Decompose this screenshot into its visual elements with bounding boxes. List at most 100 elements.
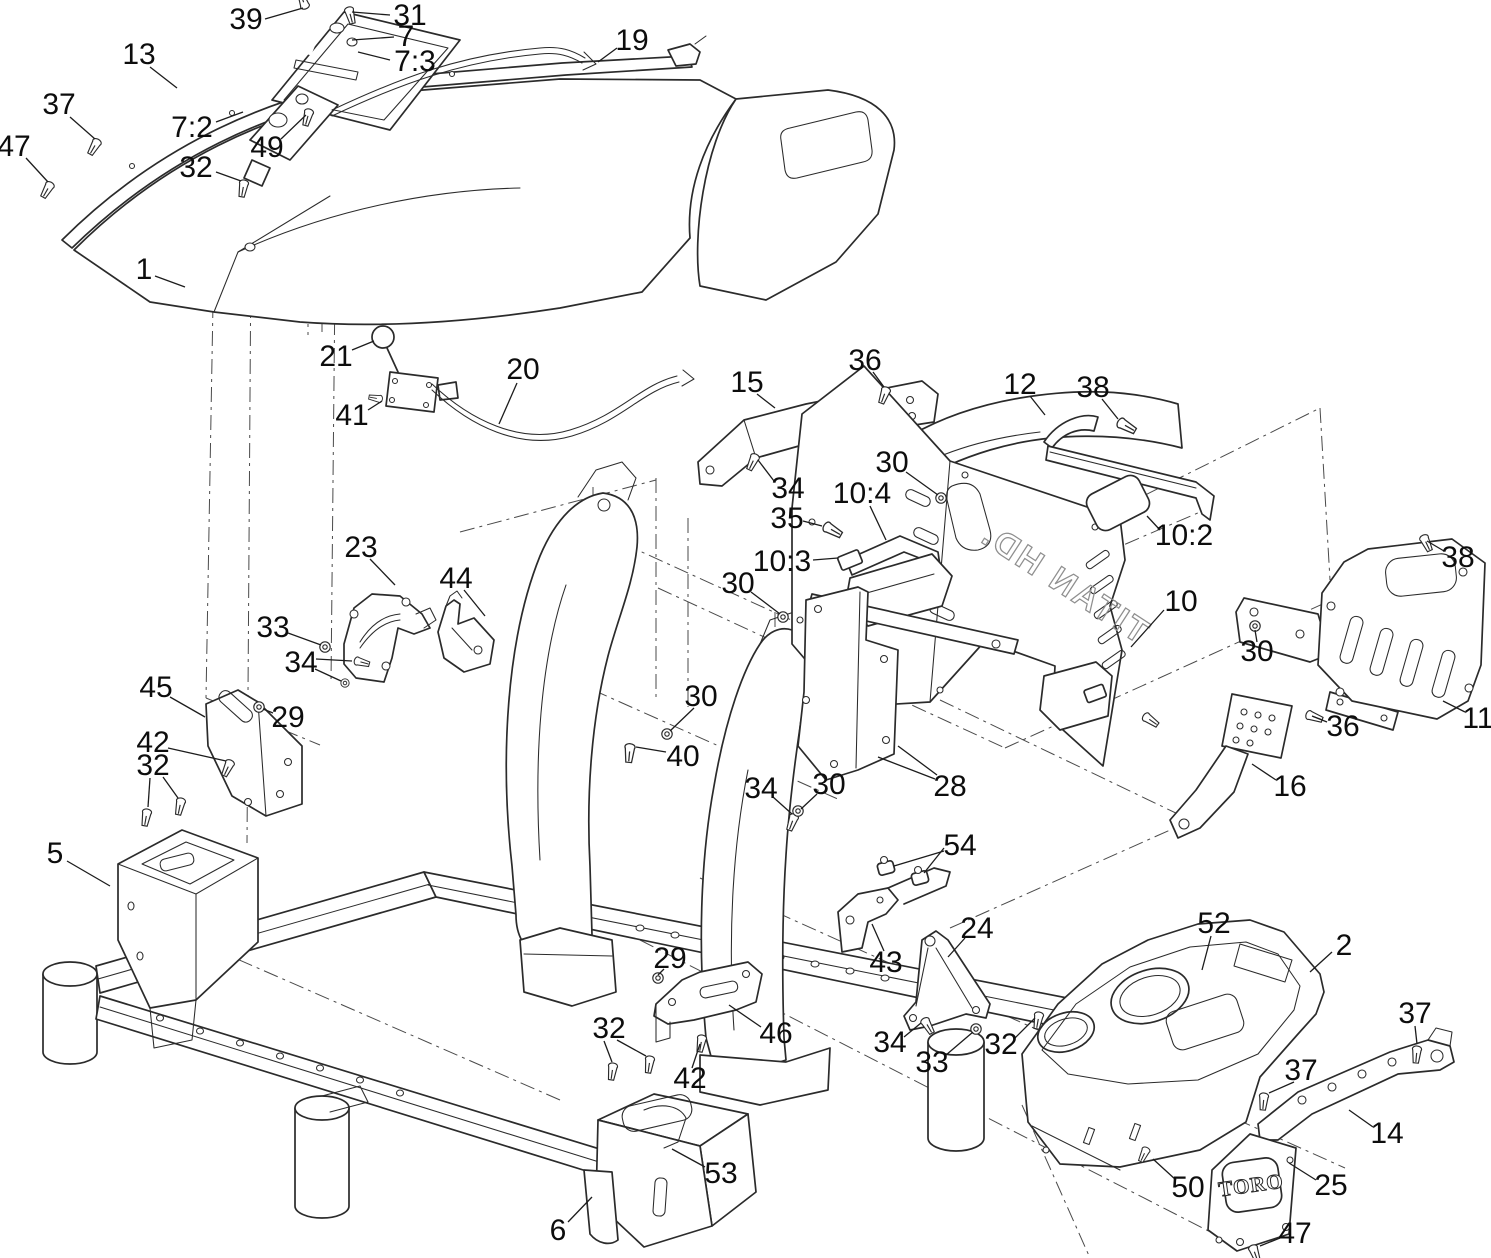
leader-line (357, 51, 391, 61)
leader-line (280, 114, 307, 140)
part-bracket-44 (437, 590, 495, 673)
leader-line (351, 11, 391, 16)
callout-5: 5 (46, 837, 64, 870)
callout-10-2: 10:2 (1154, 519, 1214, 552)
callout-33: 33 (256, 611, 290, 644)
callout-39: 39 (229, 3, 263, 36)
leader-line (923, 847, 945, 874)
leader-line (1254, 629, 1258, 643)
leader-line (893, 850, 945, 867)
part-brace-rod (1045, 445, 1215, 521)
part-bracket-16 (1169, 693, 1293, 839)
callout-34: 34 (744, 772, 778, 805)
leader-line (1146, 515, 1161, 531)
callout-7: 7 (397, 20, 415, 53)
leader-line (369, 558, 396, 586)
part-plate-28 (797, 586, 1019, 781)
leader-line (25, 157, 49, 183)
callout-36: 36 (1326, 710, 1360, 743)
callout-35: 35 (770, 502, 804, 535)
callout-41: 41 (335, 399, 369, 432)
part-cable-20 (431, 369, 695, 441)
callout-10-4: 10:4 (832, 477, 892, 510)
part-clip-10-3a (836, 549, 864, 571)
leader-line (812, 557, 839, 561)
callout-29: 29 (271, 701, 305, 734)
part-fender-assembly (61, 35, 896, 326)
callout-31: 31 (393, 0, 427, 32)
callout-32: 32 (984, 1028, 1018, 1061)
part-arm-14 (1257, 1027, 1455, 1141)
part-plate-25: TORO (1207, 1133, 1297, 1252)
callout-23: 23 (344, 531, 378, 564)
leader-line (154, 275, 186, 288)
leader-line (1442, 700, 1466, 713)
callout-36: 36 (848, 344, 882, 377)
part-console-2 (1021, 919, 1325, 1171)
callout-25: 25 (1314, 1169, 1348, 1202)
leader-line (215, 111, 244, 123)
callout-38: 38 (1441, 541, 1475, 574)
leader-line (728, 1004, 762, 1028)
leader-line (802, 520, 823, 527)
leader-line (897, 745, 938, 776)
leader-line (66, 860, 111, 887)
part-cover-53 (583, 1093, 757, 1248)
part-bracket-45 (205, 689, 303, 817)
callout-33: 33 (915, 1046, 949, 1079)
leader-line (657, 968, 665, 976)
part-box-5 (117, 829, 259, 1049)
leader-line (287, 632, 322, 646)
callout-32: 32 (592, 1012, 626, 1045)
callout-38: 38 (1076, 371, 1110, 404)
callout-12: 12 (1003, 368, 1037, 401)
callout-30: 30 (875, 446, 909, 479)
part-tray-52 (1165, 993, 1245, 1051)
callout-28: 28 (933, 770, 967, 803)
callout-15: 15 (730, 366, 764, 399)
callout-34: 34 (771, 472, 805, 505)
callout-16: 16 (1273, 770, 1307, 803)
part-liner-6 (583, 1169, 619, 1245)
part-panel-foot (1039, 661, 1113, 731)
callout-44: 44 (439, 562, 473, 595)
leader-line (1288, 1162, 1317, 1181)
callout-10-3: 10:3 (752, 545, 812, 578)
leader-line (167, 747, 227, 762)
callout-50: 50 (1171, 1171, 1205, 1204)
leader-line (616, 1039, 647, 1057)
leader-line (603, 1040, 613, 1063)
leader-line (1309, 951, 1333, 973)
part-bracket-43 (837, 867, 951, 953)
part-clamps-54 (876, 855, 930, 887)
part-seat-tower-left (505, 461, 639, 1007)
leader-line (1311, 715, 1328, 723)
callout-2: 2 (1335, 929, 1353, 962)
callout-46: 46 (759, 1017, 793, 1050)
leader-line (635, 746, 667, 753)
part-control-panel-7 (243, 11, 461, 187)
leader-line (262, 708, 274, 714)
leader-line (750, 591, 781, 615)
leader-line (800, 793, 818, 810)
callout-20: 20 (506, 353, 540, 386)
callout-37: 37 (1398, 997, 1432, 1030)
leader-line (147, 777, 151, 808)
callout-47: 47 (1278, 1217, 1312, 1250)
leader-line (162, 776, 179, 799)
leader-line (905, 471, 939, 496)
callout-45: 45 (139, 671, 173, 704)
leader-line (1029, 395, 1046, 416)
leader-line (69, 116, 96, 140)
callout-14: 14 (1370, 1117, 1404, 1150)
part-strip-12 (1043, 414, 1099, 449)
leader-line (351, 340, 375, 351)
leader-line (169, 696, 206, 718)
callout-7-2: 7:2 (171, 111, 213, 144)
leader-line (315, 658, 353, 662)
leader-line (871, 923, 885, 952)
leader-line (1101, 398, 1119, 420)
callout-40: 40 (666, 740, 700, 773)
